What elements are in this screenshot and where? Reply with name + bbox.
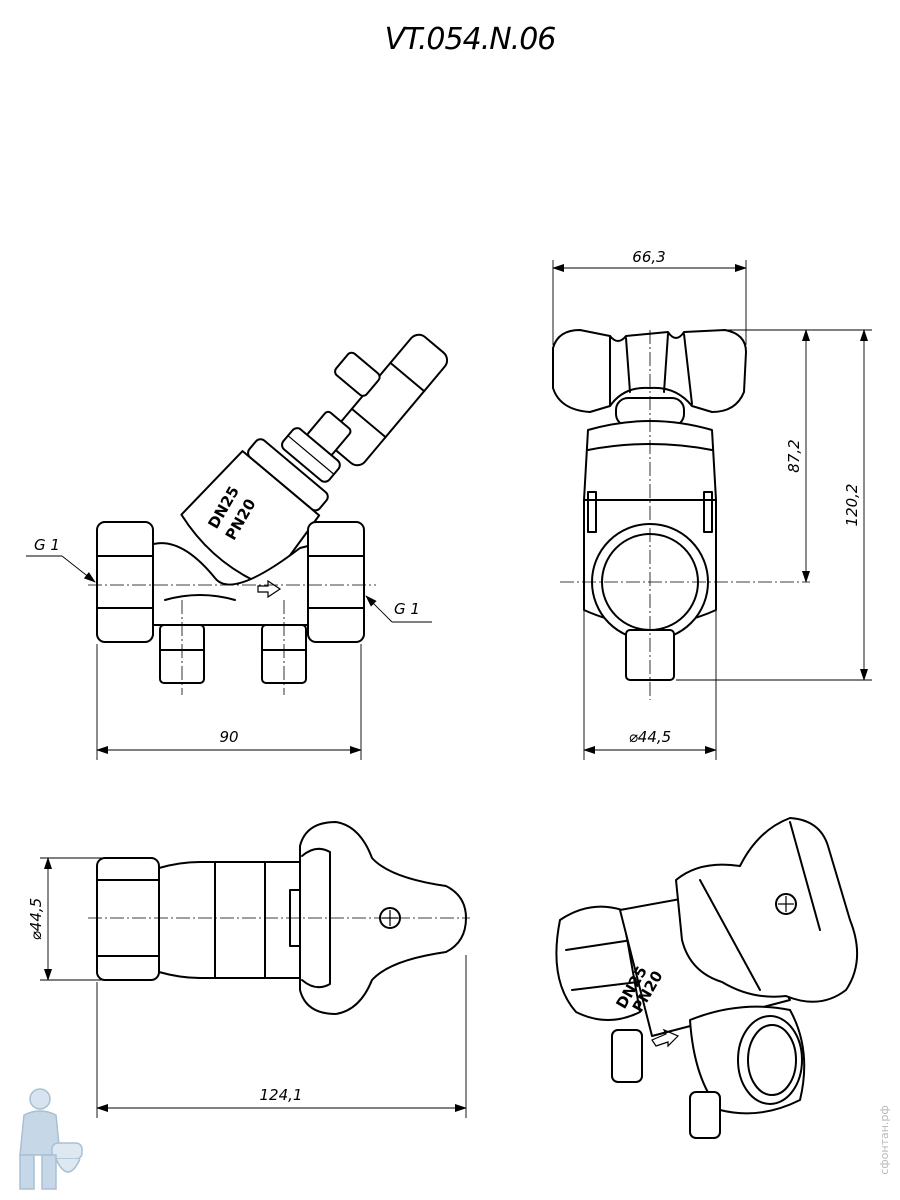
thread-right-label: G 1 <box>394 600 420 618</box>
side-handwheel <box>327 333 449 467</box>
handle-width-dimension: 66,3 <box>632 248 665 266</box>
front-diameter-dimension: ⌀44,5 <box>629 728 671 746</box>
drawing-title: VT.054.N.06 <box>385 22 556 57</box>
front-handwheel <box>552 329 747 413</box>
top-diameter-dimension: ⌀44,5 <box>27 898 45 940</box>
front-view: 66,3 87,2 120,2 ⌀44,5 <box>552 248 872 760</box>
isometric-view: DN25 PN20 <box>555 817 859 1139</box>
iso-handwheel <box>675 817 859 1003</box>
top-view: ⌀44,5 124,1 <box>27 821 470 1118</box>
thread-left-label: G 1 <box>34 536 60 554</box>
plumber-logo-icon <box>19 1088 83 1190</box>
axis-to-top-dimension: 87,2 <box>785 439 803 472</box>
watermark: сфонтан.рф <box>878 1105 891 1175</box>
side-view: DN25 PN20 G 1 G 1 90 <box>26 333 449 760</box>
length-dimension: 90 <box>219 728 238 746</box>
overall-length-dimension: 124,1 <box>260 1086 303 1104</box>
overall-height-dimension: 120,2 <box>843 484 861 527</box>
